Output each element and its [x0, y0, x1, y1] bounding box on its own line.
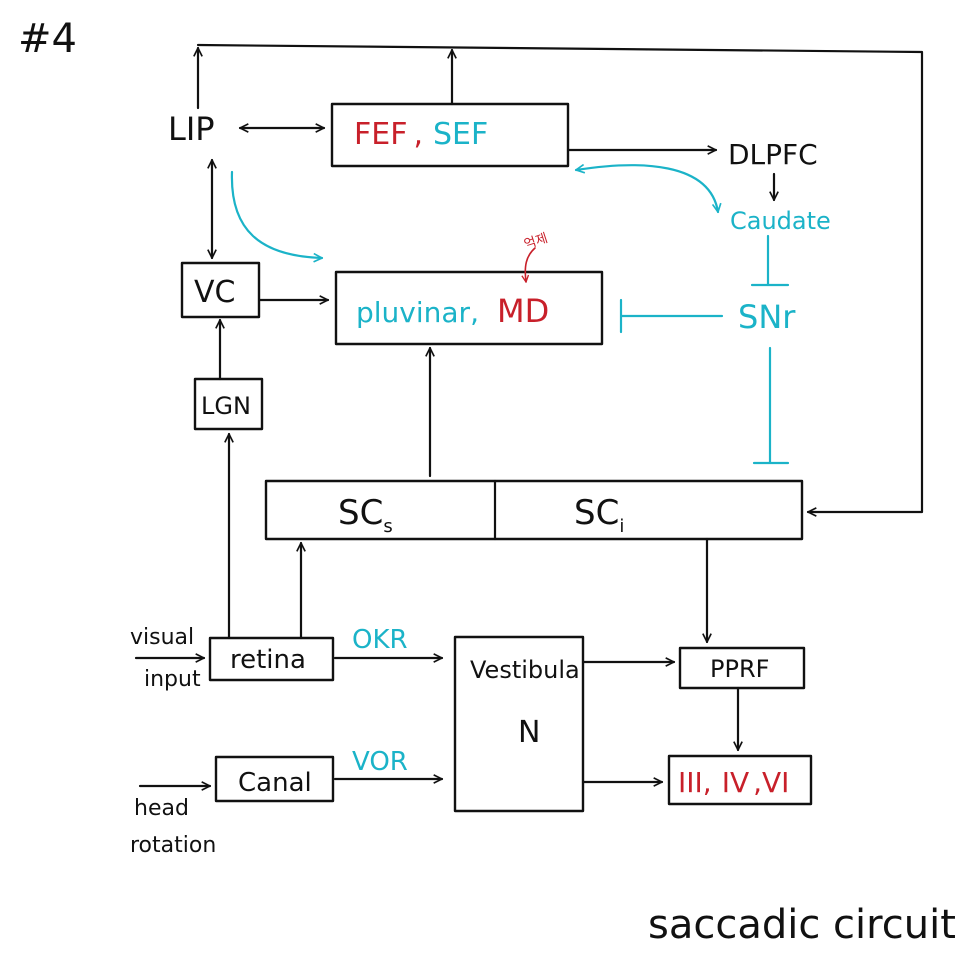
sef-label: SEF	[433, 117, 488, 152]
lgn-box	[193, 377, 264, 431]
sc-i-label: SCi	[574, 493, 624, 537]
pprf-label: PPRF	[710, 655, 769, 683]
fef-sef-box	[330, 102, 570, 168]
md-label: MD	[497, 292, 549, 330]
nucleus-iv-label: IV	[722, 766, 749, 799]
canal-label: Canal	[238, 768, 312, 798]
retina-label: retina	[230, 645, 306, 675]
pprf-box	[678, 646, 806, 690]
canal-box	[214, 755, 335, 803]
nucleus-vi-label: ,VI	[753, 766, 789, 799]
md-note-arrow	[525, 247, 536, 282]
oculomotor-nuclei-box	[667, 754, 813, 806]
lgn-label: LGN	[201, 392, 251, 420]
vestibular-label: Vestibula	[470, 656, 580, 684]
nucleus-iii-label: III,	[678, 766, 712, 799]
head-rotation-line1: head	[134, 796, 189, 821]
sc-i-subscript: i	[619, 516, 624, 537]
pulvinar-md-box	[334, 270, 604, 346]
fef-label: FEF	[354, 117, 407, 152]
snr-label: SNr	[738, 298, 796, 336]
vestibular-n-label: N	[518, 715, 540, 750]
oculomotor-nuclei-label: III, IV,VI	[678, 766, 789, 799]
visual-input-line2: input	[144, 667, 201, 692]
fef-caudate-cyan-arrow	[576, 165, 718, 212]
vor-label: VOR	[352, 747, 408, 777]
head-rotation-line2: rotation	[130, 833, 216, 858]
pulvinar-label: pluvinar,	[356, 296, 479, 329]
caudate-label: Caudate	[730, 207, 831, 235]
sc-i-base: SC	[574, 493, 619, 533]
feedback-loop-to-sci	[196, 43, 924, 512]
page-number: #4	[18, 16, 77, 62]
vestibular-nucleus-box	[453, 635, 585, 813]
okr-label: OKR	[352, 625, 408, 655]
lip-label: LIP	[168, 110, 215, 148]
retina-box	[208, 636, 335, 682]
vc-label: VC	[194, 275, 235, 310]
fef-sef-label: FEF, SEF	[354, 117, 488, 152]
sc-s-base: SC	[338, 493, 383, 533]
diagram-caption: saccadic circuit	[648, 902, 955, 948]
vc-box	[180, 261, 261, 319]
dlpfc-label: DLPFC	[728, 138, 818, 171]
sc-box	[264, 479, 804, 541]
md-note: 억제	[522, 231, 549, 253]
fef-sef-separator: ,	[413, 117, 423, 152]
lip-pulvinar-cyan-arrow	[230, 170, 324, 258]
sc-s-subscript: s	[383, 516, 392, 537]
visual-input-line1: visual	[130, 625, 194, 650]
pulvinar-md-label: pluvinar, MD	[356, 292, 549, 330]
sc-s-label: SCs	[338, 493, 393, 537]
